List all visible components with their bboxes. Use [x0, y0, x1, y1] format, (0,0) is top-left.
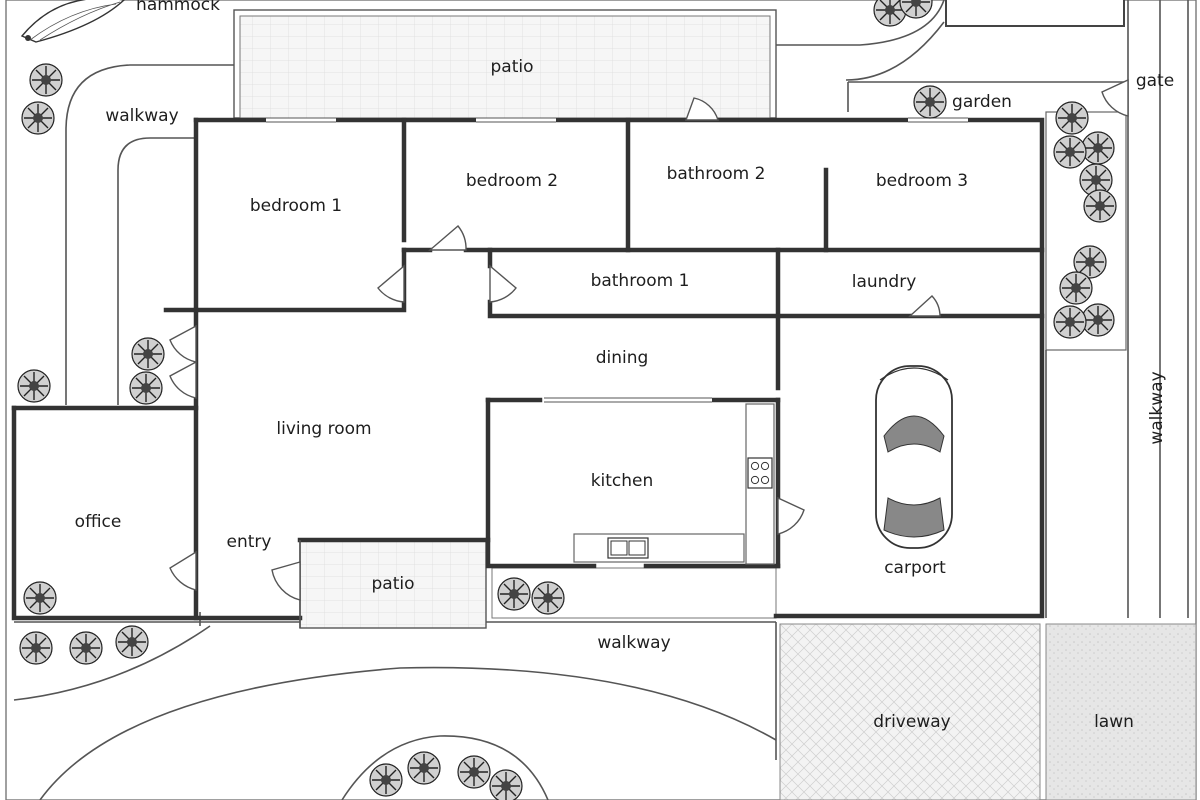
house-walls: [11, 117, 1045, 628]
label-gate: gate: [1136, 71, 1174, 91]
top-right-structure: [945, 0, 1125, 27]
stove-icon: [747, 457, 773, 489]
label-office: office: [75, 512, 122, 532]
walkway-path-left: [65, 64, 234, 405]
lawn: [1045, 623, 1197, 800]
hammock-icon: [20, 0, 126, 43]
label-patio-front: patio: [372, 574, 415, 594]
label-bedroom-1: bedroom 1: [250, 196, 342, 216]
label-kitchen: kitchen: [591, 471, 654, 491]
label-walkway-front: walkway: [597, 633, 670, 653]
label-garden: garden: [952, 92, 1012, 112]
walkway-path-top-right: [776, 0, 1128, 112]
doors: [169, 78, 1129, 601]
label-walkway-right: walkway: [1147, 371, 1167, 444]
label-entry: entry: [227, 532, 272, 552]
label-bedroom-3: bedroom 3: [876, 171, 968, 191]
label-patio-top: patio: [491, 57, 534, 77]
driveway: [779, 623, 1041, 800]
room-labels: hammock patio walkway garden gate bedroo…: [75, 0, 1175, 732]
label-walkway-left: walkway: [105, 106, 178, 126]
label-bathroom-1: bathroom 1: [591, 271, 690, 291]
label-bedroom-2: bedroom 2: [466, 171, 558, 191]
windows: [266, 117, 968, 403]
label-bathroom-2: bathroom 2: [667, 164, 766, 184]
label-dining: dining: [596, 348, 649, 368]
label-hammock: hammock: [136, 0, 220, 15]
label-living-room: living room: [276, 419, 371, 439]
label-driveway: driveway: [873, 712, 950, 732]
label-lawn: lawn: [1094, 712, 1134, 732]
car-icon: [875, 365, 953, 549]
label-laundry: laundry: [852, 272, 917, 292]
label-carport: carport: [884, 558, 946, 578]
sink-icon: [607, 537, 649, 559]
oval-drive: [39, 666, 777, 800]
